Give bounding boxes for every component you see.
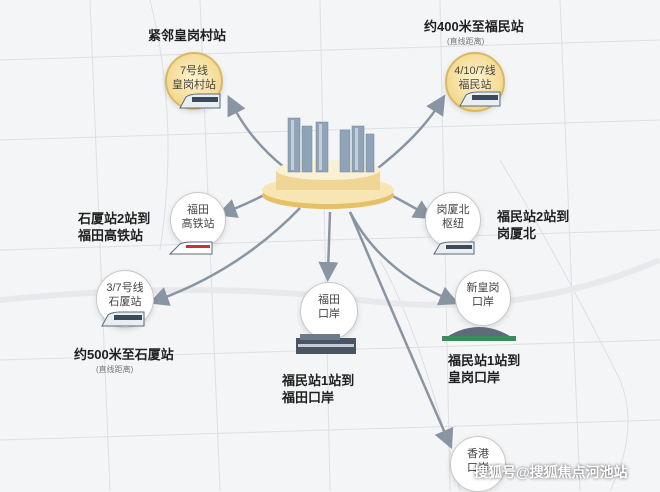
station-label: 岗厦北枢纽 — [436, 204, 470, 230]
label-huanggangcun: 紧邻皇岗村站 — [148, 28, 227, 43]
note-straight-line: (直线距离) — [447, 37, 485, 46]
station-label: 新皇岗口岸 — [466, 282, 500, 308]
train-icon — [179, 93, 221, 109]
label-futian-port: 福民站1站到福田口岸 — [282, 373, 355, 405]
station-label: 7号线皇岗村站 — [172, 65, 216, 91]
building-icon — [296, 334, 356, 354]
station-label: 4/10/7线福民站 — [454, 65, 496, 91]
station-label: 福田高铁站 — [181, 204, 215, 230]
station-futian-port[interactable]: 福田口岸 — [300, 282, 358, 340]
station-futian-hsr[interactable]: 福田高铁站 — [170, 192, 226, 248]
train-icon — [459, 91, 501, 107]
train-icon — [101, 311, 145, 327]
station-huanggang-port[interactable]: 新皇岗口岸 — [455, 270, 511, 326]
station-label: 福田口岸 — [318, 294, 340, 320]
hub-building — [262, 117, 394, 209]
label-shixia: 约500米至石厦站 — [74, 347, 174, 362]
station-label: 香港口岸 — [467, 448, 489, 474]
train-icon — [168, 241, 213, 255]
building-icon — [442, 327, 516, 341]
station-hongkong-port[interactable]: 香港口岸 — [450, 436, 506, 492]
label-huanggang-port: 福民站1站到皇岗口岸 — [448, 353, 521, 385]
label-fumin: 约400米至福民站 — [424, 19, 524, 34]
note-straight-line: (直线距离) — [96, 365, 134, 374]
train-icon — [433, 241, 475, 255]
label-futian-hsr: 石厦站2站到福田高铁站 — [78, 211, 151, 243]
label-gangxiabei: 福民站2站到岗厦北 — [497, 209, 570, 241]
watermark: 搜狐号@搜狐焦点河池站 — [474, 464, 628, 480]
station-label: 3/7号线石厦站 — [106, 282, 144, 308]
